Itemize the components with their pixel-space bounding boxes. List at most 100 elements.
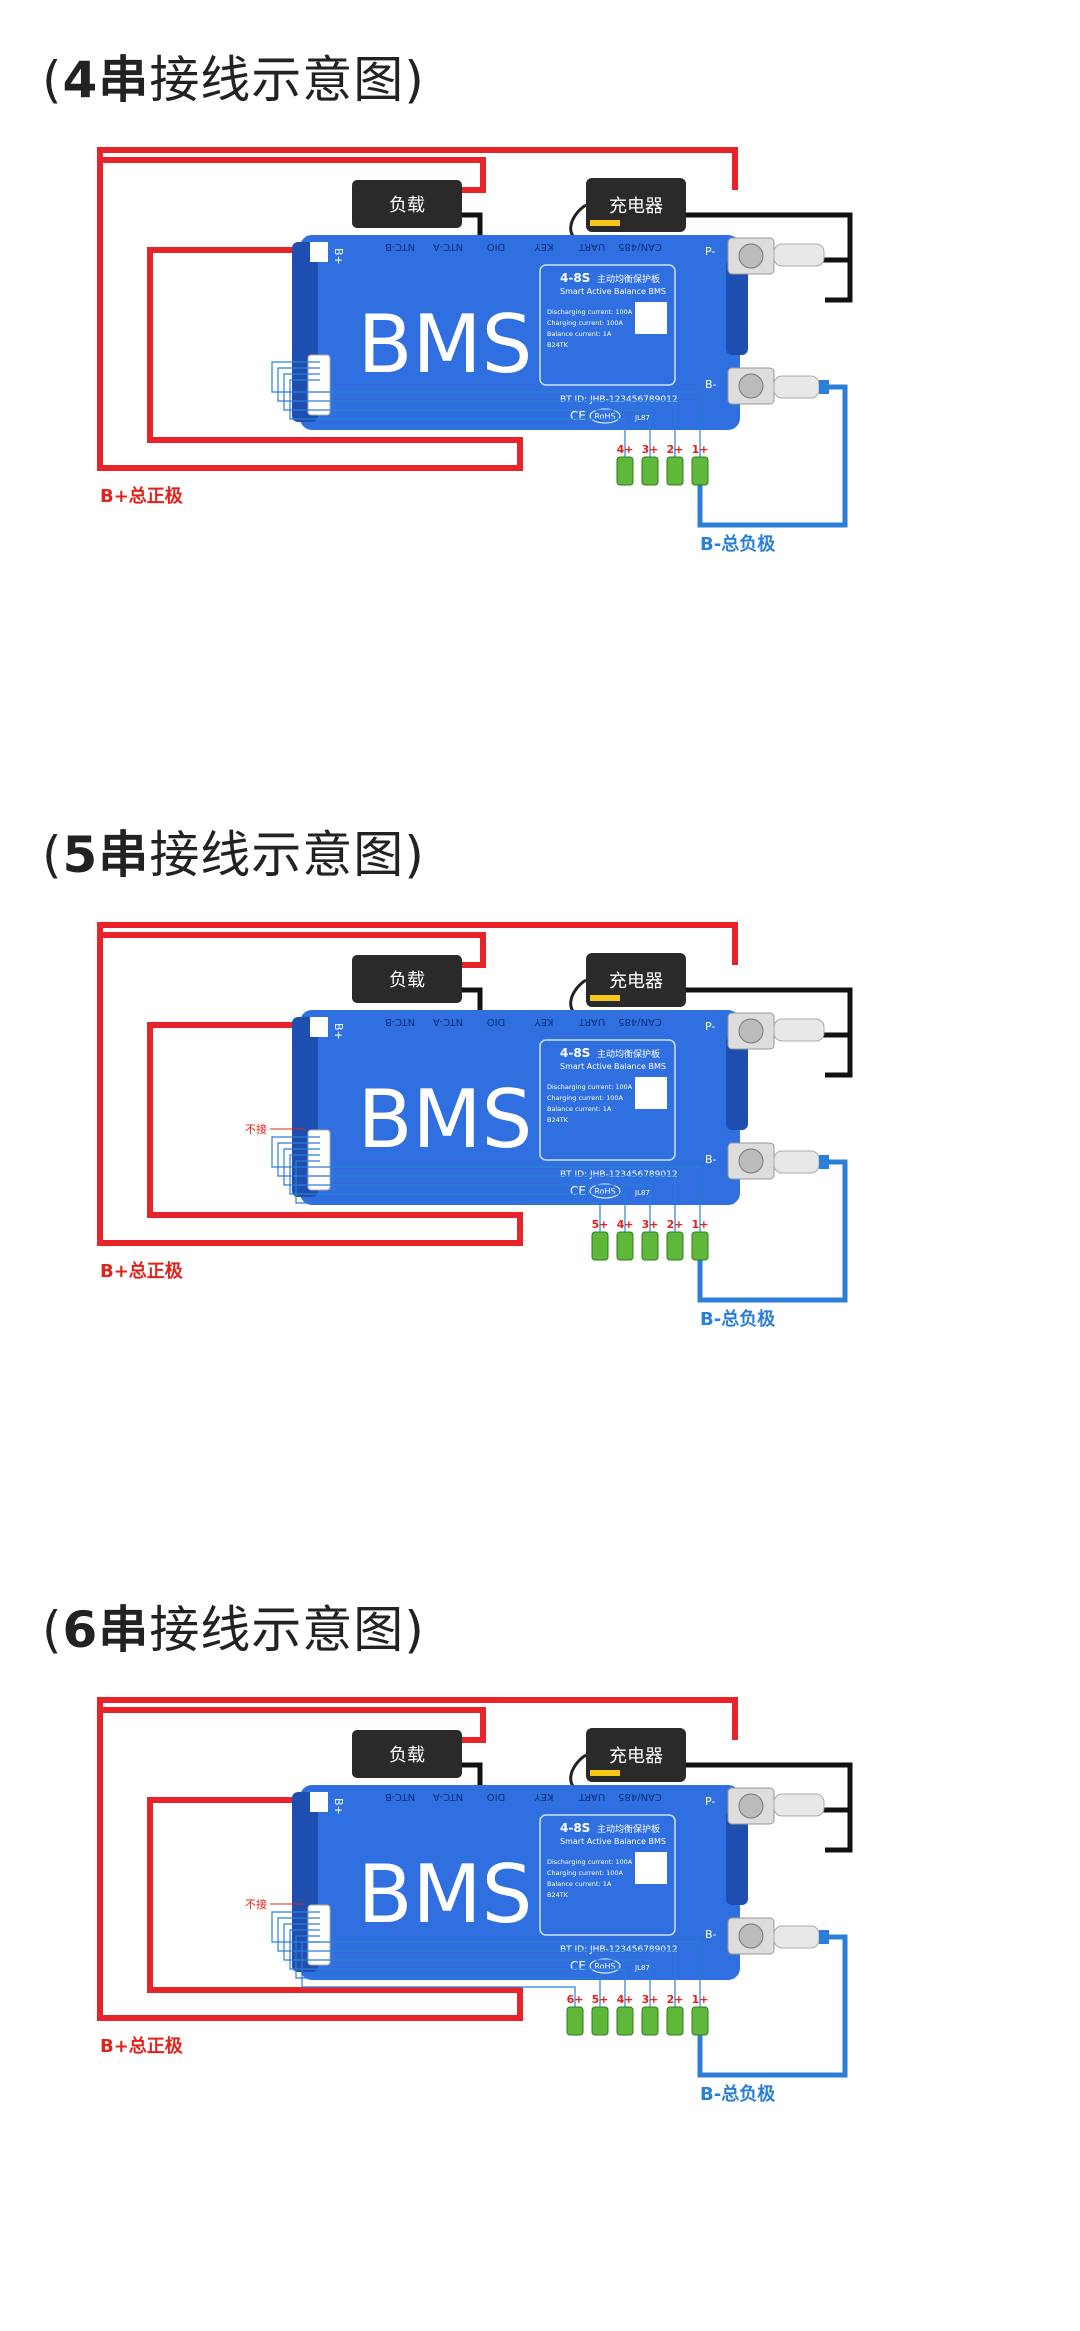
charger-sticker	[590, 1770, 620, 1776]
b-plus-connector	[310, 1017, 328, 1037]
b-minus-wire	[697, 1159, 848, 1303]
top-connector-label: UART	[578, 241, 605, 252]
p-minus-bolt	[738, 1793, 764, 1819]
p-minus-plug	[773, 1793, 825, 1817]
load-label: 负载	[389, 970, 425, 991]
port-p-minus-label: P-	[705, 245, 715, 258]
port-p-minus-label: P-	[705, 1795, 715, 1808]
top-connector-label: NTC-B	[385, 241, 415, 252]
balance-sense-wire	[295, 1935, 601, 2007]
load-label: 负载	[389, 1745, 425, 1766]
balance-sense-wire	[289, 1154, 626, 1232]
top-connector-label: NTC-A	[433, 241, 463, 252]
top-connector-label: DIO	[487, 241, 506, 252]
balance-sense-wire	[277, 1917, 676, 2007]
top-connector-label: NTC-A	[433, 1016, 463, 1027]
b-plus-total-label: B+总正极	[100, 1260, 184, 1282]
spec-label-panel	[539, 264, 676, 386]
top-connector-label: KEY	[534, 1791, 554, 1802]
battery-cell	[591, 2006, 609, 2036]
balance-sense-wire	[289, 1929, 626, 2007]
balance-sense-wire	[283, 373, 651, 457]
top-connector-label: KEY	[534, 241, 554, 252]
top-connector-label: DIO	[487, 1016, 506, 1027]
spec-line: B24TK	[547, 1116, 569, 1124]
model-code: JL87	[634, 414, 650, 422]
qr-code	[635, 1077, 667, 1109]
bms-right-heatsink	[726, 260, 748, 355]
battery-cell	[666, 456, 684, 486]
battery-cell	[591, 1231, 609, 1261]
charger-box	[586, 953, 686, 1007]
port-b-plus-label: B+	[332, 248, 345, 265]
battery-cell	[666, 1231, 684, 1261]
section-title: (6串接线示意图)	[42, 1601, 425, 1659]
spec-subtitle: Smart Active Balance BMS	[560, 1062, 666, 1071]
rohs-oval	[589, 408, 621, 424]
battery-cell	[641, 1231, 659, 1261]
ce-mark: CE	[570, 1959, 586, 1973]
top-connector-label: CAN/485	[618, 1791, 662, 1802]
port-b-minus-label: B-	[705, 1153, 717, 1166]
bms-body	[300, 1010, 740, 1205]
balance-sense-wire	[271, 361, 701, 457]
spec-title-cn: 主动均衡保护板	[597, 1823, 660, 1835]
b-plus-inner-wire	[147, 247, 523, 455]
qr-code	[635, 302, 667, 334]
top-connector-label: NTC-A	[433, 1791, 463, 1802]
battery-cell	[641, 456, 659, 486]
b-minus-total-label: B-总负极	[700, 2083, 776, 2105]
section-title: (5串接线示意图)	[42, 826, 425, 884]
battery-cell	[616, 2006, 634, 2036]
top-connector-label: CAN/485	[618, 1016, 662, 1027]
b-minus-bolt	[738, 373, 764, 399]
load-positive-wire	[97, 1700, 486, 1743]
bms-right-heatsink	[726, 1035, 748, 1130]
b-plus-connector	[310, 1792, 328, 1812]
spec-title: 4-8S	[560, 1046, 590, 1060]
charger-negative-wire	[685, 212, 853, 260]
balance-sense-wire	[283, 1923, 651, 2007]
spec-line: Balance current: 1A	[547, 1105, 612, 1113]
battery-cell	[616, 1231, 634, 1261]
balance-sense-wire	[283, 1148, 651, 1232]
not-connected-label: 不接	[245, 1898, 267, 1911]
model-code: JL87	[634, 1964, 650, 1972]
b-plus-inner-wire	[147, 1797, 523, 2005]
balance-sense-wire	[271, 1136, 701, 1232]
port-b-minus-label: B-	[705, 1928, 717, 1941]
spec-subtitle: Smart Active Balance BMS	[560, 1837, 666, 1846]
bt-id: BT ID: JHB-123456789012	[560, 1945, 678, 1955]
bms-label: BMS	[358, 298, 533, 391]
load-label: 负载	[389, 195, 425, 216]
charger-label: 充电器	[609, 1746, 663, 1767]
not-connected-label: 不接	[245, 1123, 267, 1136]
top-connector-label: NTC-B	[385, 1016, 415, 1027]
b-plus-total-label: B+总正极	[100, 485, 184, 507]
spec-title-cn: 主动均衡保护板	[597, 1048, 660, 1060]
spec-subtitle: Smart Active Balance BMS	[560, 287, 666, 296]
charger-negative-wire	[685, 1762, 853, 1810]
spec-line: B24TK	[547, 1891, 569, 1899]
charger-sticker	[590, 995, 620, 1001]
battery-cell	[666, 2006, 684, 2036]
spec-label-panel	[539, 1814, 676, 1936]
spec-line: Discharging current: 100A	[547, 1083, 633, 1091]
load-box	[352, 955, 462, 1003]
battery-cell	[691, 1231, 709, 1261]
top-connector-label: KEY	[534, 1016, 554, 1027]
b-minus-plug-tip	[819, 380, 829, 394]
b-minus-bolt	[738, 1923, 764, 1949]
spec-label-panel	[539, 1039, 676, 1161]
load-positive-wire	[97, 925, 486, 968]
b-plus-total-label: B+总正极	[100, 2035, 184, 2057]
bt-id: BT ID: JHB-123456789012	[560, 395, 678, 405]
top-connector-label: UART	[578, 1791, 605, 1802]
rohs-mark: RoHS	[594, 1962, 615, 1971]
charger-sticker	[590, 220, 620, 226]
battery-cell	[616, 456, 634, 486]
